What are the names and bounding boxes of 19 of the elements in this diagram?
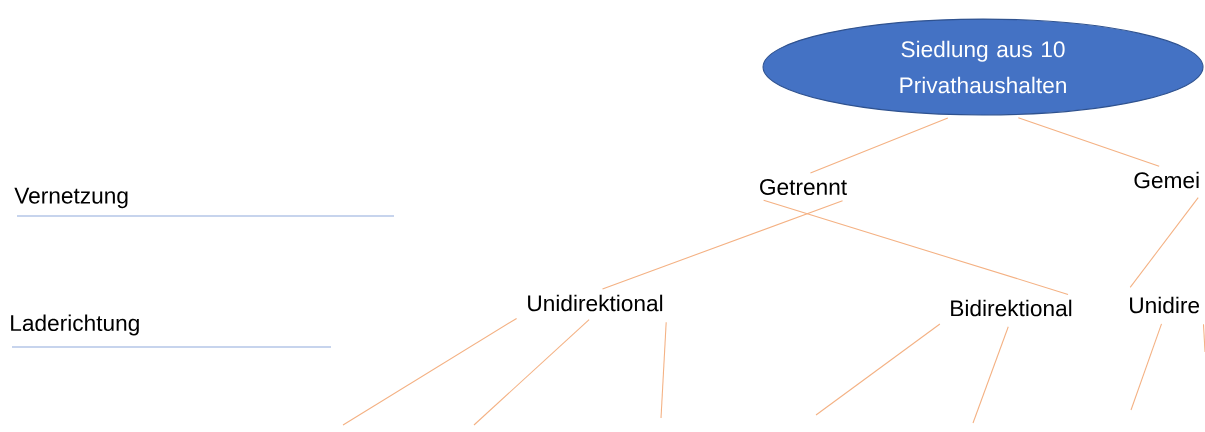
row-label: Vernetzung bbox=[14, 187, 128, 209]
node-label: Unidire bbox=[1130, 296, 1200, 314]
connector-line bbox=[1017, 117, 1160, 167]
connector-line bbox=[342, 317, 518, 426]
connector-line bbox=[660, 321, 667, 419]
connector-line bbox=[1129, 197, 1199, 288]
ellipse-node: Siedlung aus 10 Privathaushalten bbox=[762, 18, 1204, 116]
connector-line bbox=[602, 200, 844, 290]
node-label: Getrennt bbox=[760, 178, 847, 196]
node-label: Unidirektional bbox=[528, 294, 663, 312]
connector-line bbox=[763, 199, 1069, 295]
connector-line bbox=[1130, 323, 1163, 411]
node-label: Bidirektional bbox=[951, 299, 1072, 317]
connector-line bbox=[473, 319, 590, 426]
connector-line bbox=[809, 117, 949, 174]
row-label: Laderichtung bbox=[11, 314, 139, 336]
node-label: Gemei bbox=[1134, 171, 1199, 189]
connector-line bbox=[972, 326, 1009, 424]
connector-line bbox=[815, 323, 941, 416]
